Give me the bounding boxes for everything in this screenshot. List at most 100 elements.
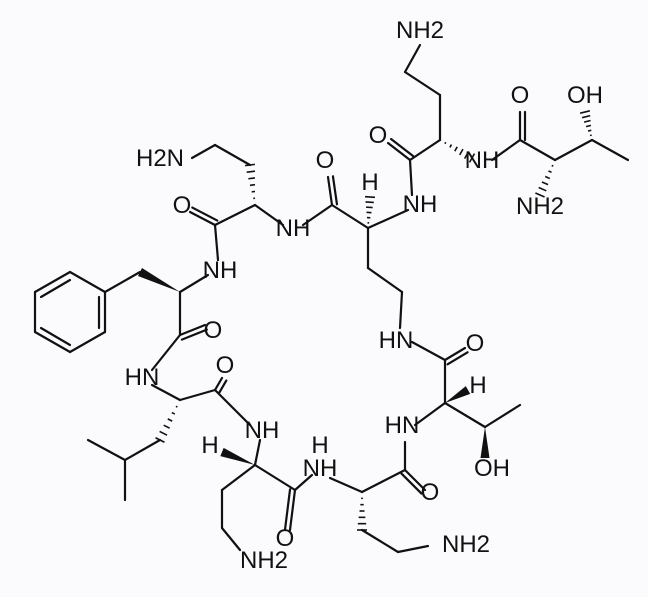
bond	[68, 330, 107, 354]
bond	[328, 476, 364, 494]
hashed-bond	[535, 192, 545, 198]
atom-label: H2N	[136, 145, 184, 172]
bond	[190, 143, 217, 160]
bond	[68, 270, 107, 294]
bond	[413, 401, 447, 427]
bond	[33, 330, 72, 354]
hashed-bond	[159, 430, 168, 436]
atom-label: NH	[203, 257, 238, 284]
bond	[590, 138, 630, 162]
bond	[490, 138, 522, 162]
bond	[180, 328, 208, 341]
bond	[443, 401, 487, 429]
atom-label: O	[369, 122, 388, 149]
atom-label: HN	[125, 364, 160, 391]
atom-label: O	[511, 82, 530, 109]
atom-label: O	[276, 525, 295, 552]
bond	[213, 143, 252, 167]
bond	[188, 210, 217, 227]
bond	[150, 333, 182, 372]
bond	[400, 472, 423, 495]
hashed-bond	[175, 405, 178, 408]
hashed-bond	[587, 129, 592, 132]
bond	[366, 208, 410, 230]
atom-label: O	[316, 147, 335, 174]
bond	[408, 158, 414, 197]
atom-label: NH	[465, 147, 500, 174]
hashed-bond	[585, 124, 592, 128]
hashed-bond	[548, 170, 552, 174]
hashed-bond	[444, 141, 447, 145]
hashed-bond	[538, 186, 547, 192]
bond	[178, 273, 210, 294]
bond	[213, 376, 224, 392]
bond	[408, 138, 442, 162]
bond	[443, 346, 467, 362]
bond	[360, 468, 407, 494]
atom-label: OH	[474, 455, 510, 482]
atom-label: NH	[403, 191, 438, 218]
hashed-bond	[459, 148, 464, 156]
bond	[150, 383, 182, 402]
hashed-bond	[583, 119, 591, 123]
atom-label: H	[201, 432, 218, 459]
atom-label: NH2	[240, 547, 288, 574]
bond	[288, 488, 297, 532]
bond	[410, 340, 447, 362]
atom-label: NH2	[442, 531, 490, 558]
bond	[213, 203, 257, 227]
wedge-bond	[445, 386, 471, 403]
bond	[213, 388, 252, 427]
bond	[389, 137, 415, 158]
wedge-bond	[137, 267, 180, 292]
atom-label: NH	[245, 417, 280, 444]
atom-label: NH	[276, 215, 311, 242]
bond	[191, 206, 219, 222]
wedge-bond	[220, 447, 255, 465]
bond	[360, 528, 400, 554]
hashed-bond	[365, 201, 374, 204]
bond	[398, 290, 404, 330]
atom-label: HN	[385, 412, 420, 439]
atom-label: NH2	[396, 17, 444, 44]
bond	[326, 175, 334, 207]
hashed-bond	[544, 175, 551, 180]
atom-label: H	[361, 169, 378, 196]
hashed-bond	[449, 144, 453, 148]
bond	[220, 463, 257, 492]
bond	[283, 488, 292, 531]
bond	[518, 138, 557, 162]
bond	[178, 323, 207, 337]
bond	[218, 379, 228, 394]
hashed-bond	[364, 195, 376, 199]
bond	[39, 278, 72, 299]
bond	[483, 403, 522, 429]
atom-label: NH	[303, 455, 338, 482]
bond	[253, 438, 262, 467]
hashed-bond	[551, 164, 554, 167]
bond	[386, 141, 412, 162]
bond	[403, 70, 442, 97]
hashed-bond	[454, 146, 458, 152]
atom-label: HN	[379, 327, 414, 354]
bond	[213, 223, 220, 262]
atom-label: O	[204, 317, 223, 344]
atom-label: O	[216, 352, 235, 379]
bond	[293, 473, 314, 492]
hashed-bond	[249, 183, 256, 187]
bond	[553, 138, 594, 162]
atom-label: H	[469, 372, 486, 399]
atom-label: NH2	[516, 193, 564, 220]
hashed-bond	[248, 177, 256, 180]
bond	[330, 203, 370, 230]
bond	[403, 43, 422, 74]
bond	[446, 351, 469, 366]
bonds	[33, 43, 630, 554]
bond	[403, 468, 427, 492]
bond	[253, 203, 285, 227]
bond	[396, 544, 430, 554]
hashed-bond	[163, 424, 171, 429]
hashed-bond	[468, 153, 476, 163]
hashed-bond	[171, 411, 176, 415]
